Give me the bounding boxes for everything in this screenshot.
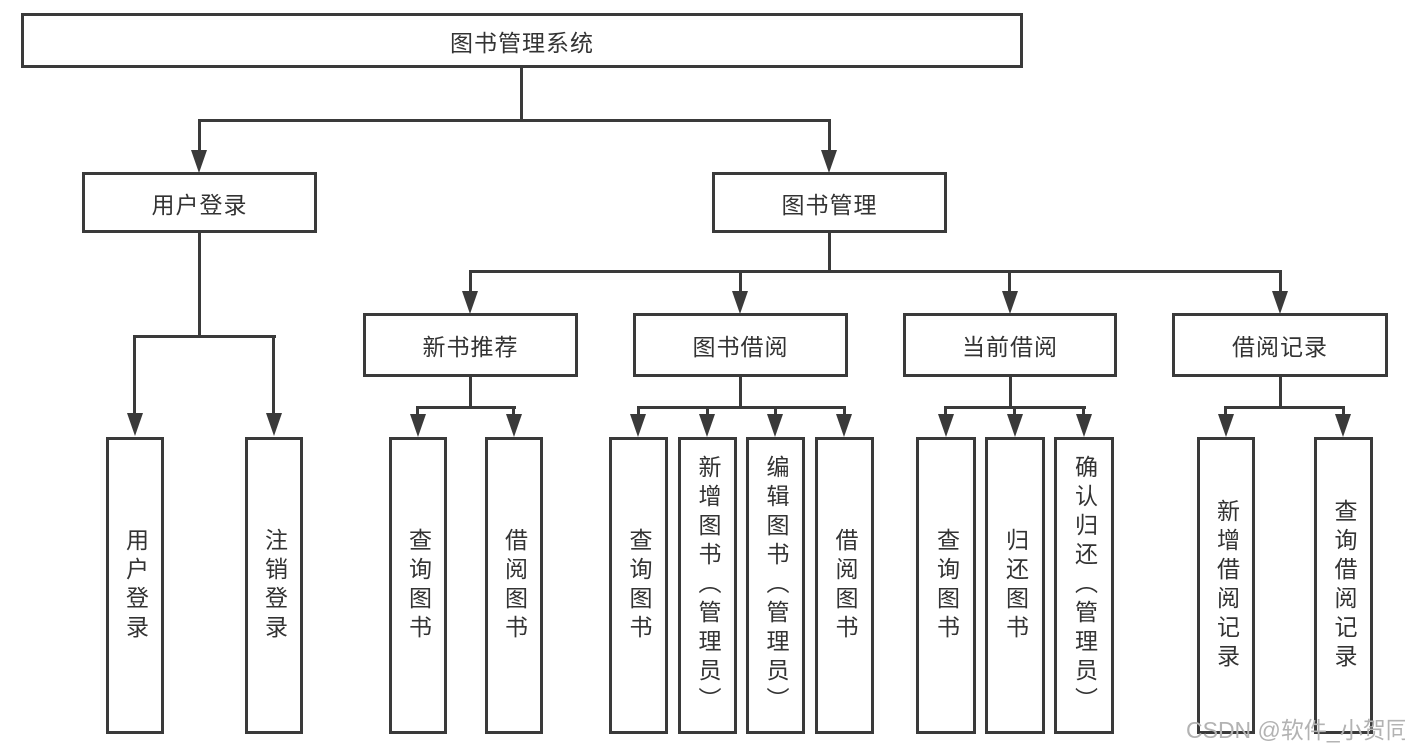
- leaf-current-return-books: 归还图书: [985, 437, 1045, 734]
- leaf-borrow-edit-books-admin: 编辑图书（管理员）: [746, 437, 805, 734]
- connector-line: [1008, 270, 1011, 293]
- leaf-borrow-borrow-books-label: 借阅图书: [832, 527, 858, 644]
- leaf-logout: 注销登录: [245, 437, 303, 734]
- node-user-login: 用户登录: [82, 172, 317, 233]
- leaf-records-add-record: 新增借阅记录: [1197, 437, 1255, 734]
- connector-line: [828, 233, 831, 272]
- connector-line: [417, 406, 516, 409]
- connector-line: [272, 335, 275, 415]
- node-root-label: 图书管理系统: [450, 29, 594, 56]
- watermark: CSDN @软件_小贺同学: [1186, 717, 1405, 743]
- connector-line: [1082, 406, 1085, 416]
- connector-line: [1013, 406, 1016, 416]
- connector-line: [1225, 406, 1345, 409]
- connector-line: [706, 406, 709, 416]
- leaf-records-query-record-label: 查询借阅记录: [1331, 498, 1357, 673]
- leaf-records-add-record-label: 新增借阅记录: [1213, 498, 1240, 673]
- node-borrow-records: 借阅记录: [1172, 313, 1388, 377]
- arrowhead-icon: [630, 414, 646, 437]
- node-book-borrow-label: 图书借阅: [692, 334, 789, 360]
- arrowhead-icon: [191, 150, 207, 173]
- leaf-borrow-query-books: 查询图书: [609, 437, 668, 734]
- node-book-borrow: 图书借阅: [633, 313, 848, 377]
- leaf-current-return-books-label: 归还图书: [1002, 527, 1029, 644]
- connector-line: [512, 406, 515, 416]
- leaf-newbook-query-books: 查询图书: [389, 437, 447, 734]
- connector-line: [520, 68, 523, 121]
- leaf-borrow-add-books-admin-label: 新增图书（管理员）: [695, 455, 721, 716]
- connector-line: [637, 406, 640, 416]
- node-current-borrow-label: 当前借阅: [962, 334, 1058, 360]
- connector-line: [843, 406, 846, 416]
- leaf-records-query-record: 查询借阅记录: [1314, 437, 1373, 734]
- leaf-newbook-borrow-books: 借阅图书: [485, 437, 543, 734]
- node-user-login-label: 用户登录: [151, 191, 248, 218]
- connector-line: [198, 119, 201, 153]
- arrowhead-icon: [127, 413, 143, 436]
- leaf-borrow-borrow-books: 借阅图书: [815, 437, 874, 734]
- leaf-newbook-query-books-label: 查询图书: [405, 527, 432, 644]
- leaf-newbook-borrow-books-label: 借阅图书: [501, 527, 528, 644]
- connector-line: [469, 270, 1281, 273]
- connector-line: [469, 270, 472, 293]
- arrowhead-icon: [1218, 414, 1234, 437]
- arrowhead-icon: [1002, 291, 1018, 314]
- arrowhead-icon: [1007, 414, 1023, 437]
- arrowhead-icon: [767, 414, 783, 437]
- leaf-current-query-books-label: 查询图书: [933, 527, 960, 644]
- leaf-logout-label: 注销登录: [261, 527, 288, 644]
- arrowhead-icon: [506, 414, 522, 437]
- leaf-current-confirm-return-admin-label: 确认归还（管理员）: [1071, 455, 1098, 716]
- connector-line: [1279, 377, 1282, 408]
- leaf-user-login: 用户登录: [106, 437, 164, 734]
- connector-line: [739, 270, 742, 293]
- leaf-current-confirm-return-admin: 确认归还（管理员）: [1054, 437, 1114, 734]
- node-current-borrow: 当前借阅: [903, 313, 1117, 377]
- connector-line: [416, 406, 419, 416]
- arrowhead-icon: [732, 291, 748, 314]
- leaf-current-query-books: 查询图书: [916, 437, 976, 734]
- connector-line: [133, 335, 136, 415]
- arrowhead-icon: [1272, 291, 1288, 314]
- connector-line: [944, 406, 947, 416]
- node-book-management: 图书管理: [712, 172, 947, 233]
- node-new-book-recommend-label: 新书推荐: [422, 334, 519, 360]
- connector-line: [198, 233, 201, 337]
- node-new-book-recommend: 新书推荐: [363, 313, 578, 377]
- arrowhead-icon: [1335, 414, 1351, 437]
- leaf-borrow-query-books-label: 查询图书: [626, 527, 652, 644]
- connector-line: [1342, 406, 1345, 416]
- connector-line: [828, 119, 831, 153]
- arrowhead-icon: [821, 150, 837, 173]
- leaf-user-login-label: 用户登录: [122, 527, 149, 644]
- arrowhead-icon: [938, 414, 954, 437]
- arrowhead-icon: [266, 413, 282, 436]
- leaf-borrow-edit-books-admin-label: 编辑图书（管理员）: [763, 455, 789, 716]
- leaf-borrow-add-books-admin: 新增图书（管理员）: [678, 437, 737, 734]
- arrowhead-icon: [836, 414, 852, 437]
- node-book-management-label: 图书管理: [781, 191, 878, 218]
- arrowhead-icon: [462, 291, 478, 314]
- arrowhead-icon: [1076, 414, 1092, 437]
- connector-line: [134, 335, 276, 338]
- node-borrow-records-label: 借阅记录: [1232, 334, 1328, 360]
- connector-line: [774, 406, 777, 416]
- connector-line: [637, 406, 846, 409]
- arrowhead-icon: [699, 414, 715, 437]
- connector-line: [739, 377, 742, 408]
- connector-line: [198, 119, 831, 122]
- connector-line: [469, 377, 472, 408]
- arrowhead-icon: [410, 414, 426, 437]
- connector-line: [1279, 270, 1282, 293]
- connector-line: [1224, 406, 1227, 416]
- node-root: 图书管理系统: [21, 13, 1023, 68]
- connector-line: [1009, 377, 1012, 408]
